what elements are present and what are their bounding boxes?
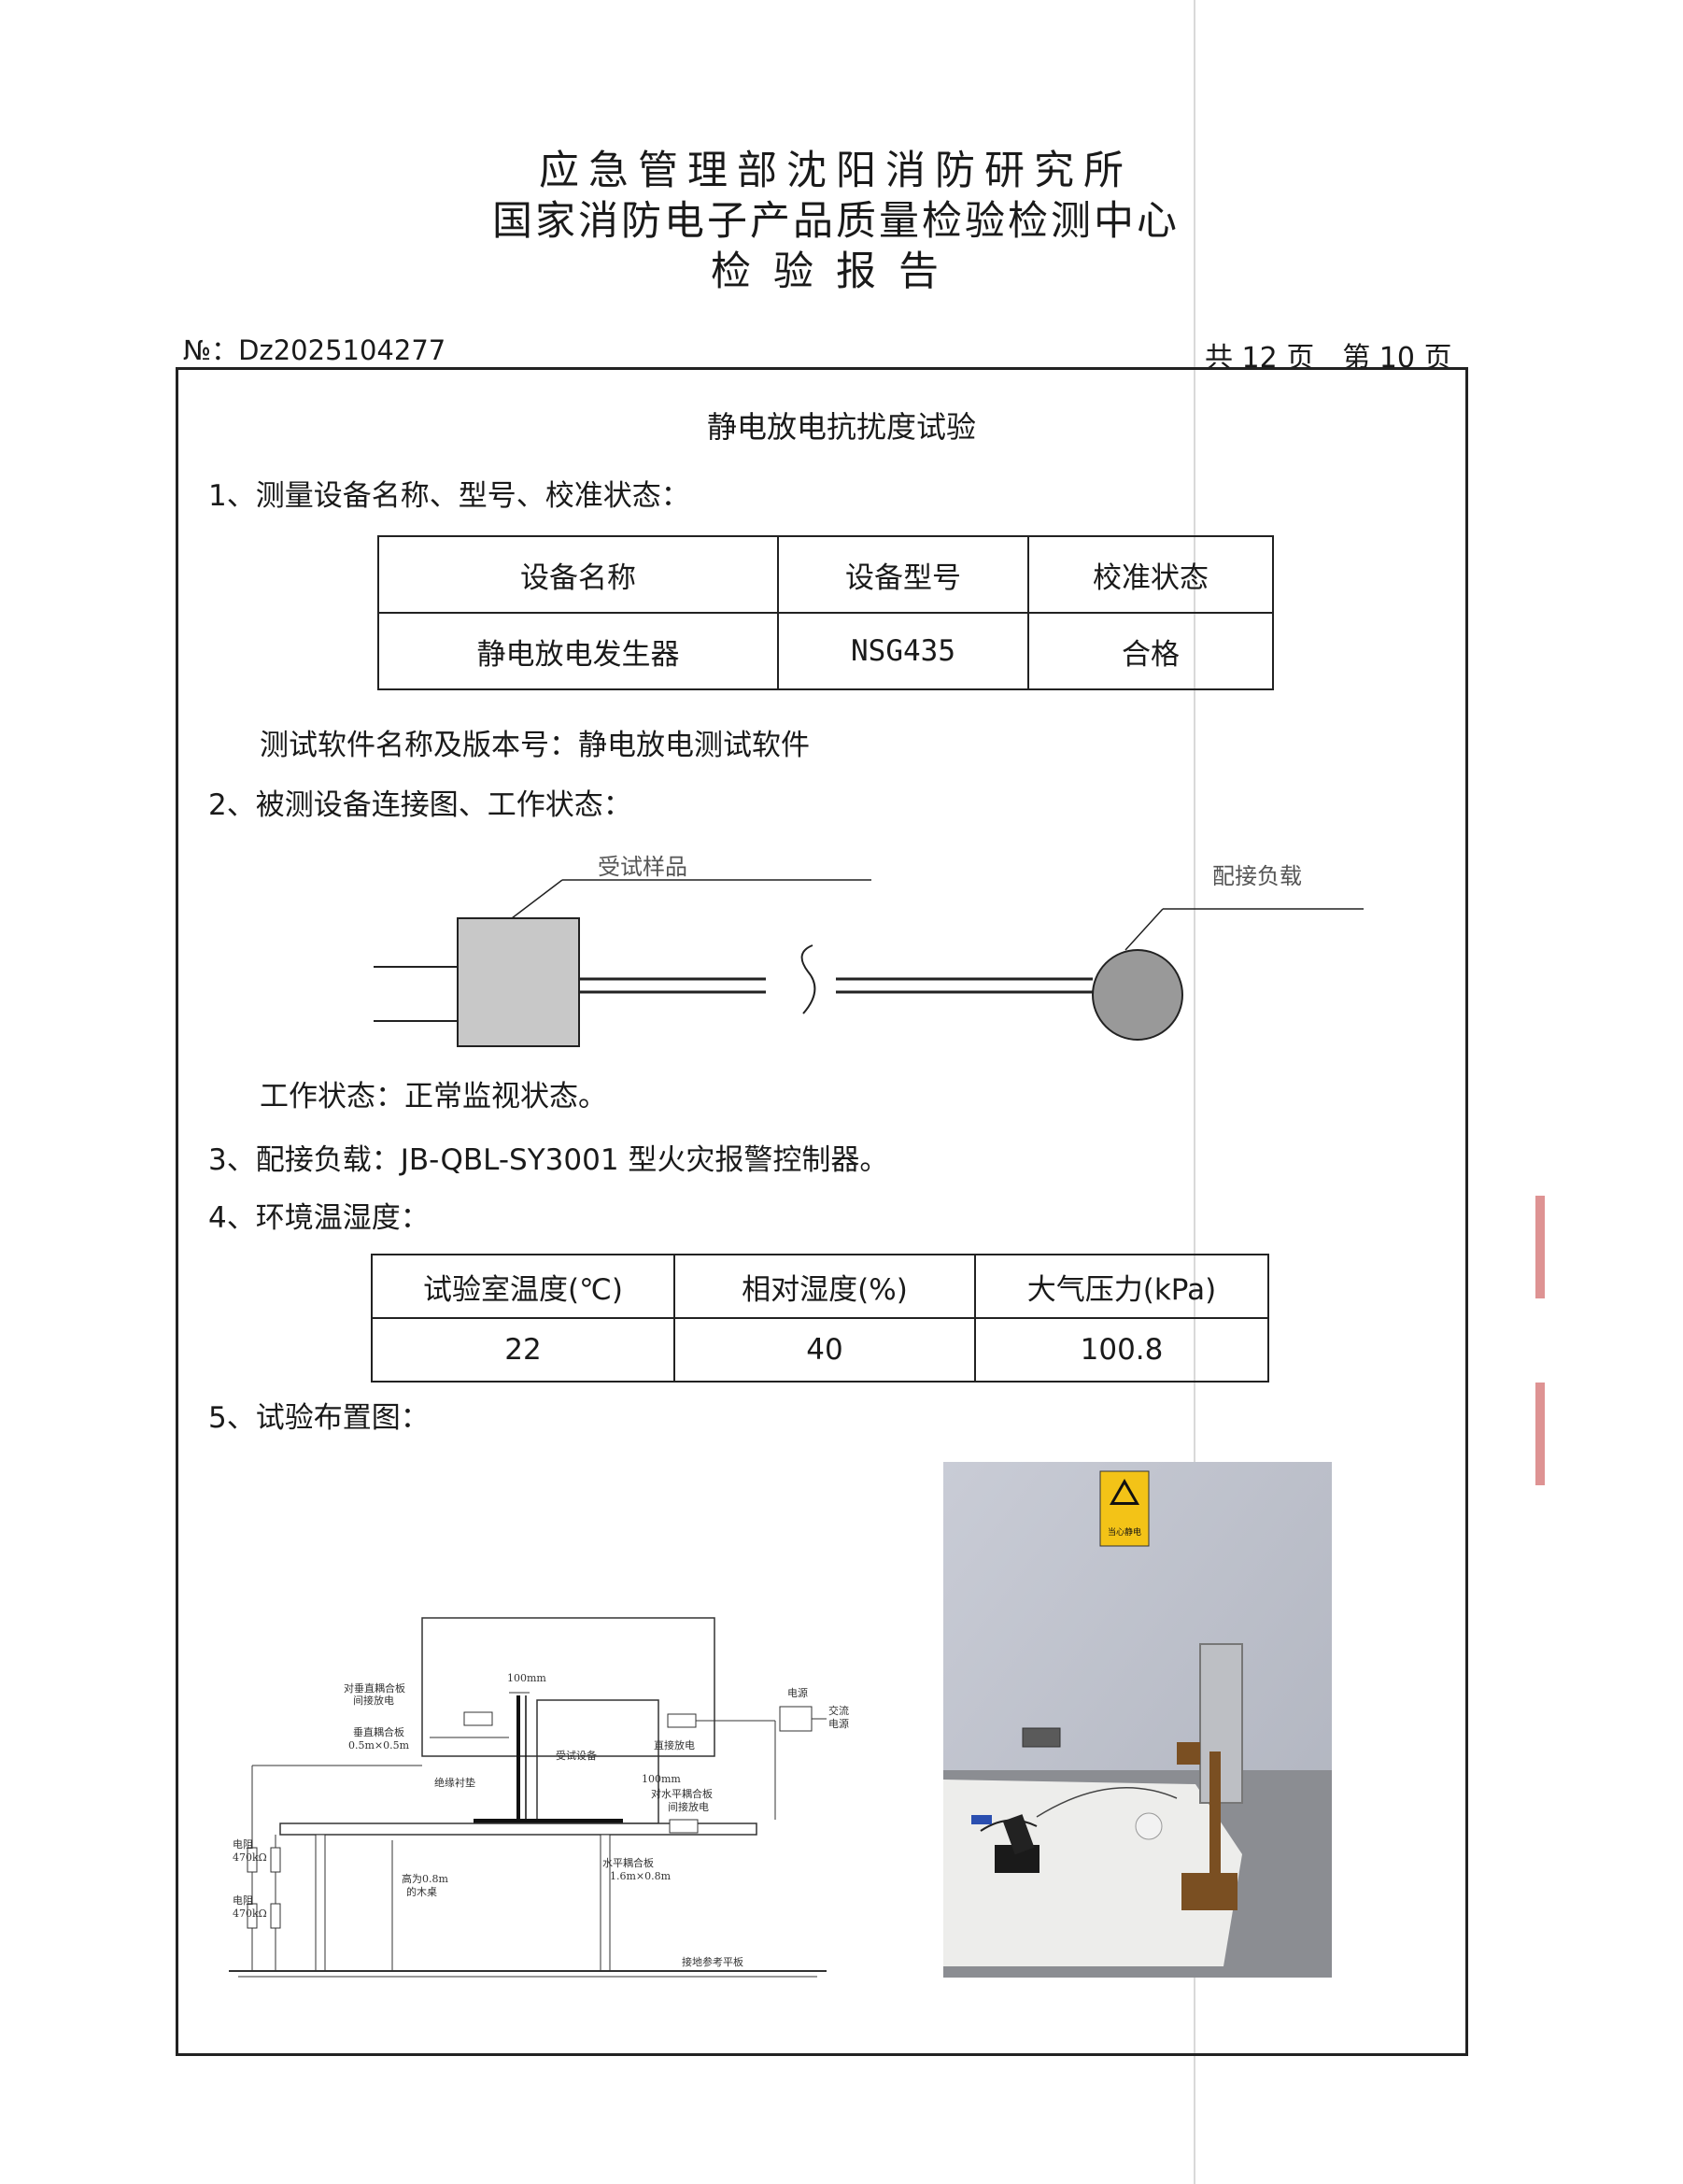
vcp-label-1: 对垂直耦合板 (344, 1681, 405, 1695)
height-label-1: 高为0.8m (402, 1872, 448, 1885)
hcp-label-1: 对水平耦合板 (651, 1787, 713, 1800)
report-number: №：Dz2025104277 (183, 334, 446, 366)
vcp-label-2: 间接放电 (353, 1694, 394, 1707)
software-line: 测试软件名称及版本号：静电放电测试软件 (260, 729, 810, 762)
equip-cell-calibration: 合格 (1027, 612, 1274, 690)
sample-label: 受试样品 (598, 854, 687, 880)
equip-header-name: 设备名称 (377, 535, 779, 614)
seal-edge-mark (1535, 1196, 1545, 1298)
env-cell-pressure: 100.8 (974, 1317, 1269, 1383)
detector (1135, 1812, 1163, 1840)
connection-diagram: 受试样品 配接负载 (374, 854, 1364, 1047)
res2-label-1: 电阻 (233, 1894, 253, 1907)
res2-label-2: 470kΩ (233, 1907, 267, 1920)
section-5-heading: 5、试验布置图： (208, 1401, 430, 1435)
sample-box (457, 917, 580, 1047)
content-frame (176, 367, 1468, 2056)
power-label: 电源 (787, 1686, 808, 1699)
environment-table: 试验室温度(℃) 相对湿度(%) 大气压力(kPa) 22 40 100.8 (371, 1254, 1269, 1383)
break-symbol (800, 944, 816, 1014)
res1-label-1: 电阻 (233, 1838, 253, 1851)
res1-label-2: 470kΩ (233, 1851, 267, 1864)
equip-header-model: 设备型号 (777, 535, 1029, 614)
vcp-size-1: 垂直耦合板 (353, 1725, 404, 1738)
seal-edge-mark (1535, 1383, 1545, 1485)
hcp-label-2: 间接放电 (668, 1800, 709, 1813)
test-layout-diagram: 受试设备 100mm 对垂直耦合板 间接放电 垂直耦合板 0.5m×0.5m 直… (229, 1617, 849, 1978)
env-header-humidity: 相对湿度(%) (673, 1254, 976, 1319)
org-line-1: 应急管理部沈阳消防研究所 (539, 148, 1133, 194)
hcp-size-1: 水平耦合板 (602, 1856, 654, 1869)
section-1-heading: 1、测量设备名称、型号、校准状态： (208, 479, 690, 513)
section-4-heading: 4、环境温湿度： (208, 1201, 430, 1235)
org-line-2: 国家消防电子产品质量检验检测中心 (492, 198, 1180, 245)
section-2-heading: 2、被测设备连接图、工作状态： (208, 788, 632, 822)
load-circle (1092, 949, 1183, 1041)
section-3-heading: 3、配接负载：JB-QBL-SY3001 型火灾报警控制器。 (208, 1143, 889, 1177)
wall-socket (1022, 1727, 1061, 1748)
equip-cell-model: NSG435 (777, 612, 1029, 690)
insulation-label: 绝缘衬垫 (434, 1776, 475, 1789)
warning-sign-text: 当心静电 (1108, 1526, 1141, 1538)
table-top (279, 1822, 757, 1836)
test-setup-photo: 当心静电 (943, 1462, 1332, 1978)
env-header-pressure: 大气压力(kPa) (974, 1254, 1269, 1319)
vcp-size-2: 0.5m×0.5m (348, 1739, 410, 1751)
work-state-line: 工作状态：正常监视状态。 (260, 1080, 607, 1113)
env-cell-humidity: 40 (673, 1317, 976, 1383)
equip-header-calibration: 校准状态 (1027, 535, 1274, 614)
height-label-2: 的木桌 (406, 1885, 437, 1898)
env-cell-temperature: 22 (371, 1317, 675, 1383)
hcp-size-2: 1.6m×0.8m (610, 1870, 672, 1882)
eut-label: 受试设备 (556, 1749, 597, 1762)
env-header-temperature: 试验室温度(℃) (371, 1254, 675, 1319)
ground-plane-label: 接地参考平板 (682, 1955, 743, 1968)
test-title: 静电放电抗扰度试验 (706, 409, 976, 445)
dim-top: 100mm (507, 1672, 546, 1684)
document-title: 检验报告 (711, 248, 961, 295)
scan-fold-line (1194, 0, 1195, 2184)
ac-label-2: 电源 (828, 1717, 849, 1730)
equip-cell-name: 静电放电发生器 (377, 612, 779, 690)
power-box (779, 1706, 813, 1732)
eut-box (536, 1699, 659, 1824)
load-label: 配接负载 (1212, 863, 1302, 889)
equipment-table: 设备名称 设备型号 校准状态 静电放电发生器 NSG435 合格 (377, 535, 1274, 690)
dim-side: 100mm (642, 1773, 681, 1785)
direct-label: 直接放电 (654, 1738, 695, 1751)
ac-label-1: 交流 (828, 1704, 849, 1717)
